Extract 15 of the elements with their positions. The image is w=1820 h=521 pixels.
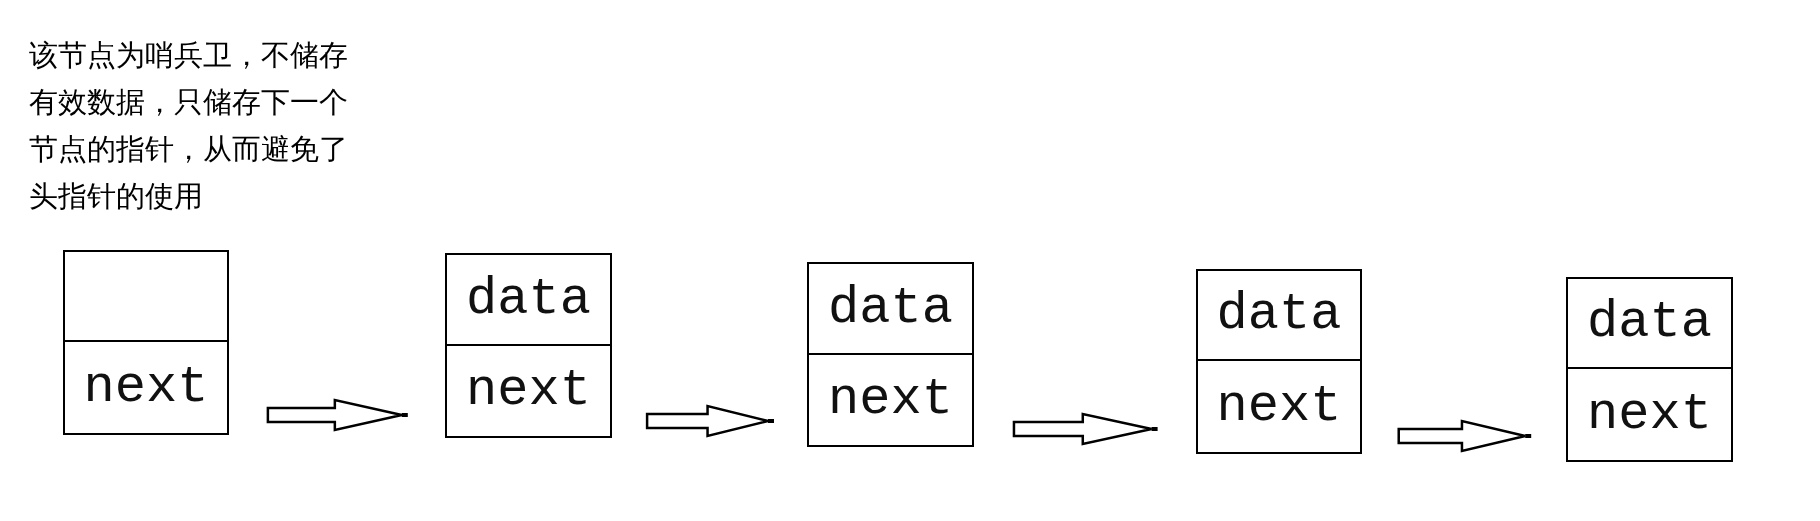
field-label: data bbox=[828, 282, 953, 335]
field-label: next bbox=[1216, 380, 1342, 433]
node-box bbox=[807, 262, 974, 447]
field-label: data bbox=[1587, 297, 1712, 349]
field-label: data bbox=[466, 273, 591, 326]
field-label: next bbox=[83, 361, 209, 414]
node-box bbox=[1196, 269, 1362, 454]
field-label: data bbox=[1216, 289, 1342, 341]
field-label: next bbox=[1587, 388, 1712, 441]
node-box bbox=[1566, 277, 1733, 462]
field-label: next bbox=[828, 374, 953, 426]
node-box bbox=[63, 250, 229, 435]
annotation-text: 该节点为哨兵卫，不储存有效数据，只储存下一个节点的指针，从而避免了头指针的使用 bbox=[29, 37, 349, 215]
field-label: next bbox=[466, 365, 591, 417]
node-box bbox=[445, 253, 612, 438]
